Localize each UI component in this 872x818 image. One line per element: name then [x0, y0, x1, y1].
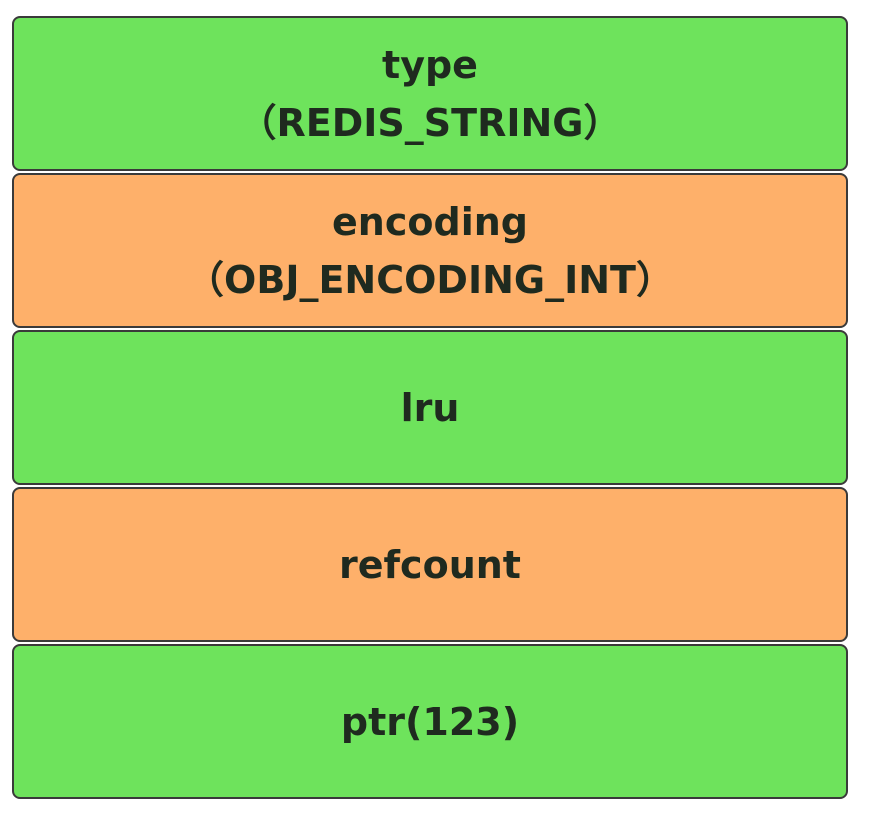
field-encoding: encoding （OBJ_ENCODING_INT） — [12, 173, 848, 328]
field-encoding-detail: （OBJ_ENCODING_INT） — [186, 257, 674, 302]
field-type: type （REDIS_STRING） — [12, 16, 848, 171]
field-encoding-name: encoding — [332, 199, 528, 244]
field-ptr-name: ptr(123) — [340, 699, 520, 744]
field-lru: lru — [12, 330, 848, 485]
field-ptr: ptr(123) — [12, 644, 848, 799]
field-refcount-name: refcount — [339, 542, 521, 587]
field-type-name: type — [382, 42, 478, 87]
field-type-detail: （REDIS_STRING） — [238, 100, 622, 145]
field-lru-name: lru — [400, 385, 460, 430]
field-refcount: refcount — [12, 487, 848, 642]
redis-object-diagram: type （REDIS_STRING） encoding （OBJ_ENCODI… — [12, 16, 848, 799]
